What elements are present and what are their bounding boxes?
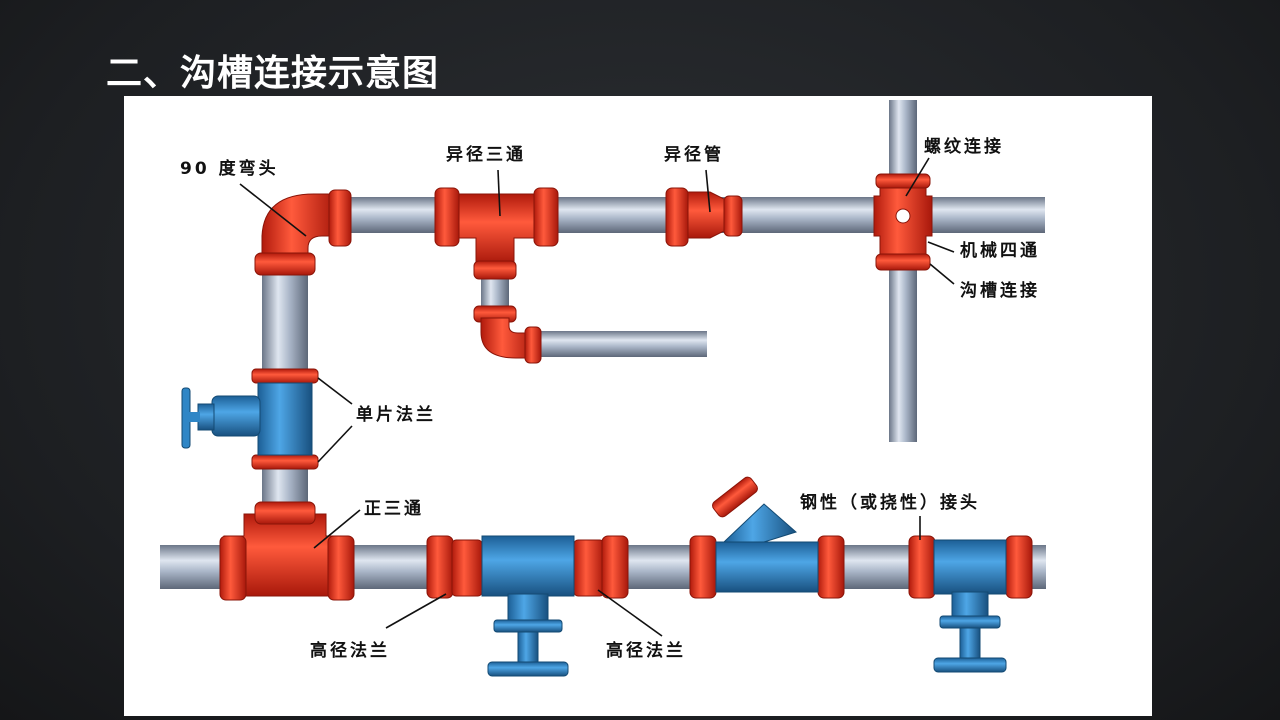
leader-reducing-tee (497, 169, 501, 217)
single-flange-lower (251, 454, 319, 470)
gate-valve-right (933, 539, 1007, 673)
diagram-panel: 90 度弯头 异径三通 异径管 螺纹连接 机械四通 沟槽连接 单片法兰 正三通 … (124, 96, 1152, 716)
coupling (533, 187, 559, 247)
coupling (1005, 535, 1033, 599)
label-rigid-flexible-coupling: 钢性（或挠性）接头 (800, 492, 980, 513)
y-strainer-valve (712, 476, 819, 593)
coupling (434, 187, 460, 247)
coupling (723, 195, 743, 237)
gate-valve-left (181, 382, 313, 456)
coupling (473, 260, 517, 280)
coupling (665, 187, 689, 247)
leader-grooved (929, 263, 955, 285)
leader-equal-tee (313, 509, 361, 549)
label-elbow-90: 90 度弯头 (180, 158, 279, 179)
leader-threaded (905, 157, 930, 197)
leader-mechanical-cross (927, 241, 955, 253)
label-reducer: 异径管 (664, 144, 724, 165)
label-single-flange: 单片法兰 (356, 404, 436, 425)
grooved-connection-diagram: 90 度弯头 异径三通 异径管 螺纹连接 机械四通 沟槽连接 单片法兰 正三通 … (160, 100, 1046, 677)
gate-valve-middle (481, 535, 575, 677)
coupling (327, 535, 355, 601)
coupling (601, 535, 629, 599)
label-flange-left: 高径法兰 (310, 640, 390, 661)
coupling (426, 535, 454, 599)
pipe-branch-horizontal (529, 331, 707, 357)
rigid-flexible-coupling (908, 535, 936, 599)
leader-flange-right (597, 589, 663, 637)
label-mechanical-cross: 机械四通 (960, 240, 1040, 261)
leader-reducer (705, 169, 711, 213)
coupling (254, 501, 316, 525)
coupling (689, 535, 717, 599)
slide-title: 二、沟槽连接示意图 (106, 53, 440, 94)
flange-left-red (451, 539, 483, 597)
coupling (875, 253, 931, 271)
leader-single-flange-b (317, 425, 353, 463)
label-equal-tee: 正三通 (364, 499, 424, 519)
label-grooved-connection: 沟槽连接 (960, 280, 1040, 301)
single-flange-upper (251, 368, 319, 384)
label-flange-right: 高径法兰 (606, 640, 686, 661)
coupling (254, 252, 316, 276)
coupling (219, 535, 247, 601)
flange-right-red (573, 539, 605, 597)
label-reducing-tee: 异径三通 (446, 144, 526, 165)
leader-flange-left (385, 593, 447, 629)
coupling (328, 189, 352, 247)
pipe-right-vertical (889, 100, 917, 442)
coupling (875, 173, 931, 189)
label-threaded-connection: 螺纹连接 (924, 136, 1004, 157)
coupling (817, 535, 845, 599)
elbow-90-fitting (261, 193, 337, 262)
leader-elbow (239, 183, 307, 237)
leader-single-flange-a (317, 377, 353, 405)
coupling (524, 326, 542, 364)
